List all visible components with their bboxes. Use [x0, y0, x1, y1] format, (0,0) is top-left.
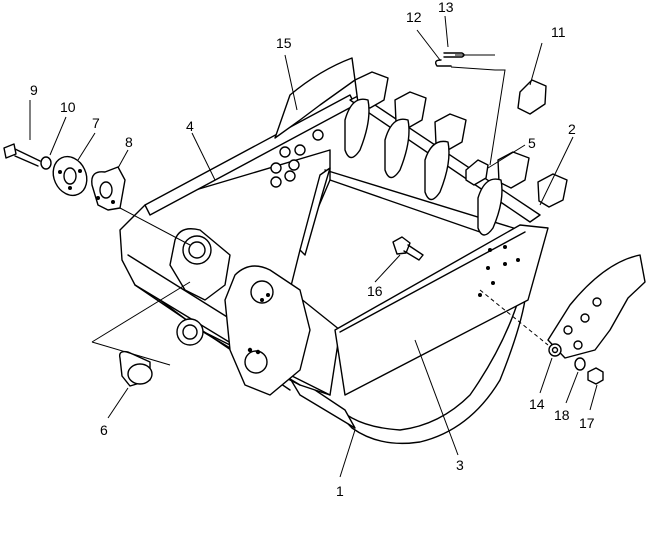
callout-11: 11 — [551, 24, 566, 40]
callout-8: 8 — [125, 134, 133, 150]
leader-lines — [29, 15, 598, 478]
boss-pin-set — [3, 143, 126, 211]
callout-12: 12 — [406, 9, 422, 25]
callout-3: 3 — [456, 457, 464, 473]
bushing-part-6 — [118, 350, 153, 387]
callout-15: 15 — [276, 35, 292, 51]
bucket-teeth — [344, 71, 568, 236]
callout-5: 5 — [528, 135, 536, 151]
callout-10: 10 — [60, 99, 76, 115]
callout-7: 7 — [92, 115, 100, 131]
callout-4: 4 — [186, 118, 194, 134]
callout-14: 14 — [529, 396, 545, 412]
callout-16: 16 — [367, 283, 383, 299]
callout-1: 1 — [336, 483, 344, 499]
callout-17: 17 — [579, 415, 595, 431]
callout-18: 18 — [554, 407, 570, 423]
bolt-washer-nut-set — [548, 343, 604, 385]
bucket-body — [119, 94, 549, 445]
pin-part-5 — [465, 159, 489, 186]
callout-2: 2 — [568, 121, 576, 137]
side-shroud-part-15 — [274, 57, 356, 139]
callout-6: 6 — [100, 422, 108, 438]
bolt-part-16 — [392, 236, 424, 261]
callout-13: 13 — [438, 0, 454, 15]
callout-labels: 1 2 3 4 5 6 7 8 9 10 11 12 13 14 15 16 1… — [30, 0, 595, 499]
callout-9: 9 — [30, 82, 38, 98]
